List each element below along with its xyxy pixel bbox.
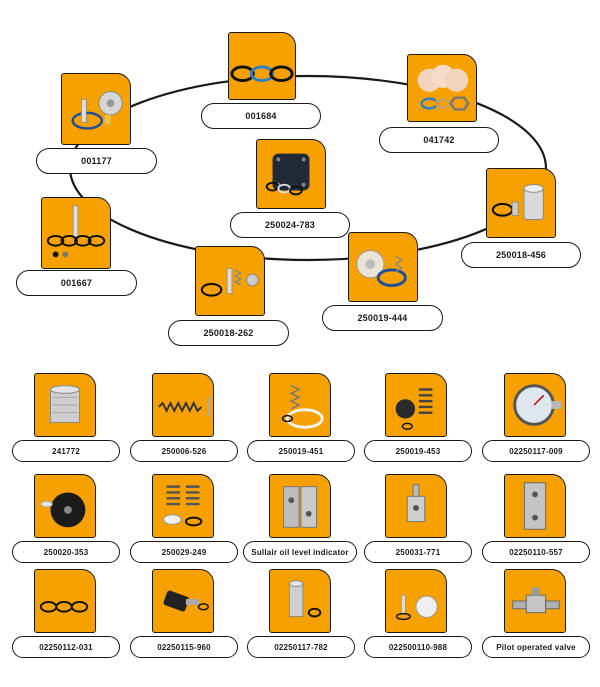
steel-block-icon — [504, 474, 566, 538]
part-label: 02250110-557 — [482, 541, 590, 563]
part-label: 250029-249 — [130, 541, 238, 563]
part-label: 241772 — [12, 440, 120, 462]
seal-rings-icon — [228, 32, 296, 100]
valve-seat-kit-icon — [385, 569, 447, 633]
part-label: 001177 — [36, 148, 157, 174]
part-label: 250018-262 — [168, 320, 289, 346]
poppet-kit-icon — [195, 246, 265, 316]
piston-kit-icon — [486, 168, 556, 238]
part-label: 02250112-031 — [12, 636, 120, 658]
valve-kit-icon — [61, 73, 131, 145]
spring-cap-kit-icon — [385, 373, 447, 437]
disc-spring-kit-icon — [348, 232, 418, 302]
pilot-valve-icon — [504, 569, 566, 633]
part-label: 250018-456 — [461, 242, 581, 268]
part-label: Sullair oil level indicator — [243, 541, 357, 563]
pressure-gauge-icon — [504, 373, 566, 437]
part-label: 02250117-782 — [247, 636, 355, 658]
filter-element-icon — [269, 569, 331, 633]
part-label: 041742 — [379, 127, 499, 153]
part-label: 250031-771 — [364, 541, 472, 563]
oil-level-indicator-icon — [269, 474, 331, 538]
o-rings-icon — [34, 569, 96, 633]
o-ring-kit-icon — [41, 197, 111, 269]
part-label: 001667 — [16, 270, 137, 296]
part-label: Pilot operated valve — [482, 636, 590, 658]
valve-block-icon — [385, 474, 447, 538]
part-label: 001684 — [201, 103, 321, 129]
part-label: 250020-353 — [12, 541, 120, 563]
gasket-kit-icon — [256, 139, 326, 209]
filter-sleeve-icon — [34, 373, 96, 437]
spring-ring-kit-icon — [269, 373, 331, 437]
solenoid-icon — [152, 569, 214, 633]
part-label: 02250117-009 — [482, 440, 590, 462]
part-label: 02250115-960 — [130, 636, 238, 658]
spring-seal-kit-icon — [152, 474, 214, 538]
part-label: 250006-526 — [130, 440, 238, 462]
part-label: 250019-453 — [364, 440, 472, 462]
part-label: 250019-444 — [322, 305, 443, 331]
tension-spring-icon — [152, 373, 214, 437]
diaphragm-disc-icon — [34, 474, 96, 538]
part-label: 022500110-988 — [364, 636, 472, 658]
part-label: 250024-783 — [230, 212, 350, 238]
part-label: 250019-451 — [247, 440, 355, 462]
diaphragm-kit-icon — [407, 54, 477, 122]
